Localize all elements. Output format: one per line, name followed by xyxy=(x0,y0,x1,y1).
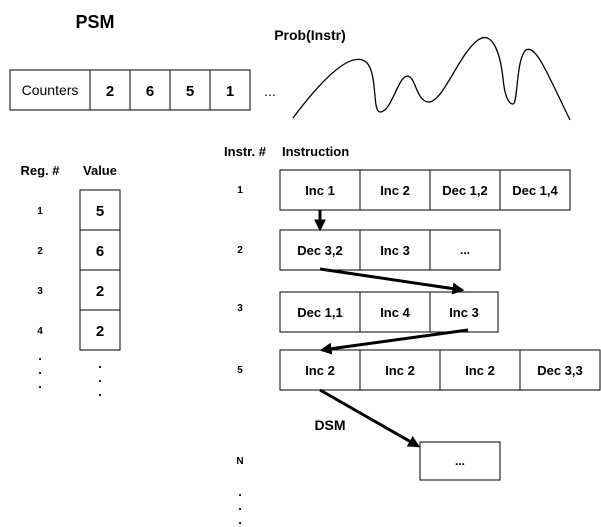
instruction-cell xyxy=(519,349,601,391)
instruction-row: 1 Inc 1 Inc 2 Dec 1,2 Dec 1,4 xyxy=(237,169,571,211)
flow-arrow xyxy=(319,328,469,355)
value-ellipsis-dot: . xyxy=(98,384,102,399)
instruction-text: Inc 3 xyxy=(380,243,410,258)
instruction-header: Instruction xyxy=(282,144,349,159)
instruction-row: 3 Dec 1,1 Inc 4 Inc 3 xyxy=(237,291,499,333)
instruction-text: Inc 2 xyxy=(305,363,335,378)
instruction-cell xyxy=(359,349,441,391)
register-value: 2 xyxy=(96,283,104,300)
instr-number: N xyxy=(236,456,243,467)
counters-label: Counters xyxy=(22,82,79,98)
psm-title: PSM xyxy=(75,12,114,32)
instr-ellipsis-dot: . xyxy=(238,498,242,513)
instruction-cell xyxy=(499,169,571,211)
reg-ellipsis-dot: . xyxy=(38,376,42,391)
instruction-text: Dec 1,1 xyxy=(297,305,343,320)
instruction-cell xyxy=(429,169,501,211)
instr-ellipsis-dot: . xyxy=(238,512,242,527)
instr-ellipsis-dot: . xyxy=(238,484,242,499)
instruction-cell xyxy=(279,169,361,211)
instruction-row: 5 Inc 2 Inc 2 Inc 2 Dec 3,3 xyxy=(237,349,601,391)
register-value-cell xyxy=(79,309,121,351)
counter-cell xyxy=(129,69,171,111)
counters-ellipsis: ... xyxy=(264,83,276,99)
counter-value: 5 xyxy=(186,83,194,100)
instr-number-header: Instr. # xyxy=(224,144,267,159)
register-table: Reg. # Value 1 5 2 6 3 2 4 2 . . . . . . xyxy=(20,163,121,399)
instr-number: 2 xyxy=(237,245,243,256)
counters-label-cell xyxy=(9,69,91,111)
instruction-text: ... xyxy=(455,454,465,468)
counter-value: 2 xyxy=(106,83,114,100)
instr-number: 3 xyxy=(237,303,243,314)
instruction-text: Dec 3,3 xyxy=(537,363,583,378)
counters-row: Counters 2 6 5 1 ... xyxy=(9,69,276,111)
dsm-label: DSM xyxy=(314,417,345,433)
instruction-text: Inc 2 xyxy=(465,363,495,378)
counter-cell xyxy=(89,69,131,111)
reg-ellipsis-dot: . xyxy=(38,362,42,377)
reg-number: 1 xyxy=(37,206,43,217)
reg-header: Reg. # xyxy=(20,163,60,178)
instruction-row: 2 Dec 3,2 Inc 3 ... xyxy=(237,229,501,271)
value-ellipsis-dot: . xyxy=(98,370,102,385)
instruction-cell xyxy=(429,229,501,271)
value-header: Value xyxy=(83,163,117,178)
instruction-text: ... xyxy=(460,243,470,257)
instruction-text: Inc 2 xyxy=(385,363,415,378)
instruction-cell xyxy=(279,291,361,333)
instruction-text: Inc 3 xyxy=(449,305,479,320)
instruction-cell xyxy=(359,291,431,333)
prob-curve xyxy=(292,37,571,121)
counter-value: 1 xyxy=(226,83,234,100)
instruction-text: Inc 2 xyxy=(380,183,410,198)
register-value: 6 xyxy=(96,243,104,260)
instruction-row: N ... xyxy=(236,441,501,481)
instruction-cell xyxy=(279,349,361,391)
reg-number: 2 xyxy=(37,246,43,257)
reg-ellipsis-dot: . xyxy=(38,348,42,363)
register-value-cell xyxy=(79,269,121,311)
reg-number: 4 xyxy=(37,326,43,337)
flow-arrow xyxy=(319,388,421,448)
value-ellipsis-dot: . xyxy=(98,356,102,371)
instr-number: 1 xyxy=(237,185,243,196)
instruction-cell xyxy=(429,291,499,333)
instruction-text: Inc 1 xyxy=(305,183,335,198)
instr-number: 5 xyxy=(237,365,243,376)
reg-number: 3 xyxy=(37,286,43,297)
counter-cell xyxy=(209,69,251,111)
prob-label: Prob(Instr) xyxy=(274,27,346,43)
register-value: 2 xyxy=(96,323,104,340)
instruction-text: Dec 3,2 xyxy=(297,243,343,258)
instruction-cell xyxy=(439,349,521,391)
register-value: 5 xyxy=(96,203,104,220)
instruction-text: Dec 1,4 xyxy=(512,183,558,198)
flow-arrow xyxy=(319,267,465,295)
instruction-text: Inc 4 xyxy=(380,305,410,320)
register-value-cell xyxy=(79,189,121,231)
counter-value: 6 xyxy=(146,83,154,100)
instruction-text: Dec 1,2 xyxy=(442,183,488,198)
instruction-cell xyxy=(419,441,501,481)
